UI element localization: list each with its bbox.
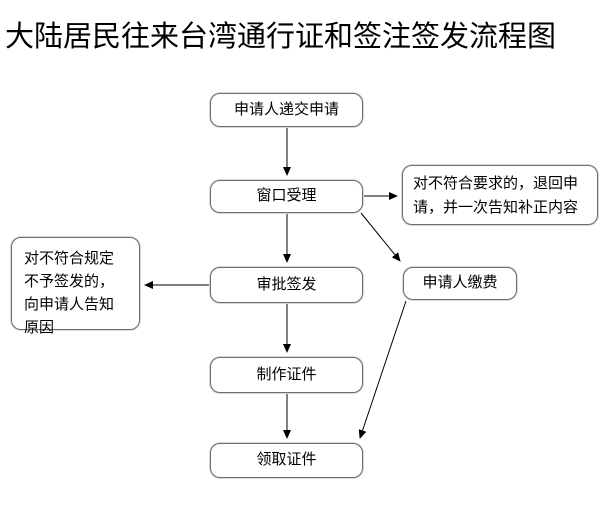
node-produce-document: 制作证件: [210, 357, 363, 393]
edge-accept-to-pay: [360, 212, 401, 262]
node-collect-document: 领取证件: [210, 443, 363, 478]
edge-pay-to-collect: [358, 300, 407, 439]
node-return-nonconforming-application: 对不符合要求的，退回申请，并一次告知补正内容: [402, 165, 598, 225]
node-applicant-pays-fee: 申请人缴费: [403, 267, 517, 300]
node-submit-application: 申请人递交申请: [210, 93, 363, 127]
node-approve-and-issue: 审批签发: [210, 267, 363, 303]
page-title: 大陆居民往来台湾通行证和签注签发流程图: [5, 21, 557, 53]
node-notify-denial-reason: 对不符合规定不予签发的，向申请人告知原因: [11, 237, 140, 336]
node-window-acceptance: 窗口受理: [210, 180, 363, 213]
